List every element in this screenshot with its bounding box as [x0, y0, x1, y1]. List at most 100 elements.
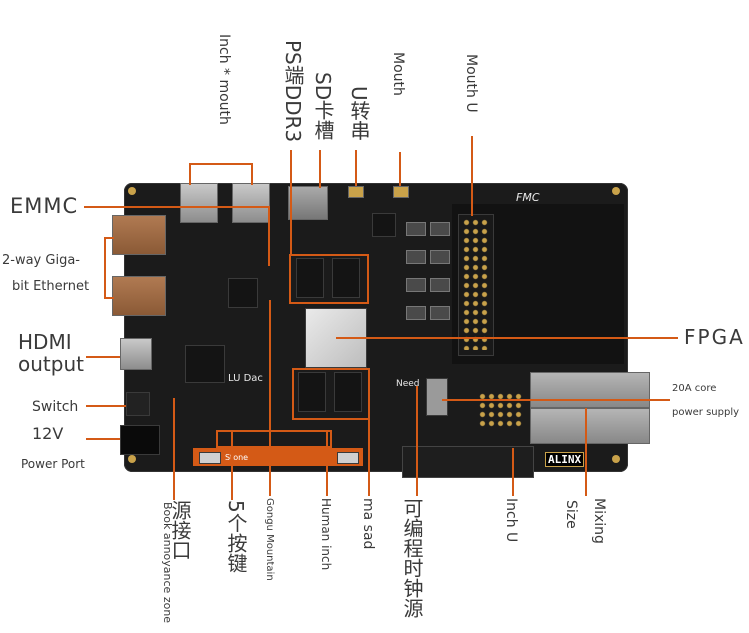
- inductor: [406, 222, 426, 236]
- gongu-mountain-label: Gongu Mountain: [264, 498, 275, 581]
- gongu-leader: [269, 300, 271, 496]
- inch-u-label: Inch U: [503, 498, 519, 543]
- ethernet-bracket: [104, 297, 114, 299]
- lu-dac-silkscreen: LU Dac: [228, 373, 263, 384]
- gold-pads: [478, 392, 524, 428]
- alinx-logo: ALINX: [545, 452, 585, 467]
- inductor: [430, 222, 450, 236]
- ethernet-label-line2: bit Ethernet: [12, 279, 90, 294]
- clock-leader: [416, 386, 418, 496]
- usb-label: Inch * mouth: [216, 34, 232, 125]
- ddr3-chip: [334, 372, 362, 412]
- hdmi-label-line1: HDMI: [18, 330, 72, 354]
- book-annoyance-label: Book annoyance zone: [161, 502, 174, 624]
- fmc-label: Mouth U: [463, 54, 479, 113]
- ic-chip: [185, 345, 225, 383]
- switch-label: Switch: [32, 399, 79, 415]
- ddr3-chip: [296, 258, 324, 298]
- uart-leader: [355, 150, 357, 186]
- power-leader: [86, 438, 120, 440]
- inductor: [430, 306, 450, 320]
- ddr3-chip: [332, 258, 360, 298]
- emmc-leader: [84, 206, 270, 208]
- usb-port: [180, 183, 218, 223]
- ethernet-bracket: [104, 237, 114, 239]
- key-strip: [193, 448, 363, 466]
- fmc-leader: [471, 136, 473, 216]
- keys-highlight-box: [216, 430, 332, 448]
- mouth-leader: [399, 152, 401, 186]
- inductor: [430, 278, 450, 292]
- hdmi-leader: [86, 356, 120, 358]
- inductor: [406, 250, 426, 264]
- fpga-label: FPGA: [684, 325, 745, 349]
- size-label: Size: [563, 500, 579, 529]
- ddr3-highlight-box: [289, 254, 369, 304]
- ma-sad-label: ma sad: [360, 498, 376, 550]
- sd-card-slot: [288, 186, 328, 220]
- ddr3-label: PS端DDR3: [281, 40, 305, 143]
- power-supply-leader: [442, 399, 670, 401]
- usb-bracket: [189, 163, 191, 185]
- ethernet-port: [112, 215, 166, 255]
- sfp-cage: [530, 408, 650, 444]
- hdmi-label-line2: output: [18, 352, 84, 376]
- uart-label: U转串: [347, 86, 371, 141]
- fpga-leader: [336, 337, 678, 339]
- mixing-leader: [585, 408, 587, 496]
- source-port-leader: [173, 398, 175, 500]
- ethernet-port: [112, 276, 166, 316]
- micro-usb-port: [393, 186, 409, 198]
- mouth-label: Mouth: [390, 52, 406, 96]
- power-port-label: Power Port: [21, 457, 85, 471]
- source-port-label: 源接口: [168, 500, 192, 560]
- ic-chip: [228, 278, 258, 308]
- expansion-header: [402, 446, 534, 478]
- need-silkscreen: Need: [396, 379, 420, 389]
- fmc-silkscreen: FMC: [516, 191, 540, 204]
- ddr3-highlight-box: [292, 368, 370, 420]
- emmc-leader: [268, 206, 270, 266]
- ethernet-bracket: [104, 237, 106, 299]
- micro-usb-port: [348, 186, 364, 198]
- human-inch-label: Human inch: [319, 498, 333, 571]
- push-button: [337, 452, 359, 464]
- clock-chip: [426, 378, 448, 416]
- usb-bracket: [189, 163, 253, 165]
- clock-source-label: 可编程时钟源: [400, 498, 424, 618]
- switch-leader: [86, 405, 126, 407]
- mounting-hole: [128, 187, 136, 195]
- stone-silkscreen: Stone: [225, 453, 249, 462]
- power-jack: [120, 425, 160, 455]
- ma-sad-leader: [368, 416, 370, 496]
- ddr3-chip: [298, 372, 326, 412]
- inductor: [406, 306, 426, 320]
- sd-label: SD卡槽: [311, 72, 335, 141]
- voltage-label: 12V: [32, 424, 64, 443]
- usb-bracket: [251, 163, 253, 185]
- push-button: [199, 452, 221, 464]
- mounting-hole: [128, 455, 136, 463]
- emmc-label: EMMC: [10, 194, 79, 218]
- inductor: [406, 278, 426, 292]
- power-supply-label-line2: power supply: [672, 407, 740, 418]
- power-supply-label-line1: 20A core: [672, 383, 717, 394]
- usb-port: [232, 183, 270, 223]
- inch-u-leader: [512, 448, 514, 496]
- mounting-hole: [612, 455, 620, 463]
- hdmi-port: [120, 338, 152, 370]
- human-inch-leader: [326, 430, 328, 496]
- mounting-hole: [612, 187, 620, 195]
- fmc-pins: [462, 218, 488, 350]
- ethernet-label-line1: 2-way Giga-: [2, 253, 80, 268]
- inductor: [430, 250, 450, 264]
- sd-leader: [319, 150, 321, 188]
- five-keys-label: 5个按键: [224, 500, 248, 573]
- keys-leader: [231, 430, 233, 500]
- ic-chip: [372, 213, 396, 237]
- sfp-cage: [530, 372, 650, 408]
- power-switch: [126, 392, 150, 416]
- ddr3-leader: [290, 150, 292, 256]
- mixing-label: Mixing: [591, 498, 607, 544]
